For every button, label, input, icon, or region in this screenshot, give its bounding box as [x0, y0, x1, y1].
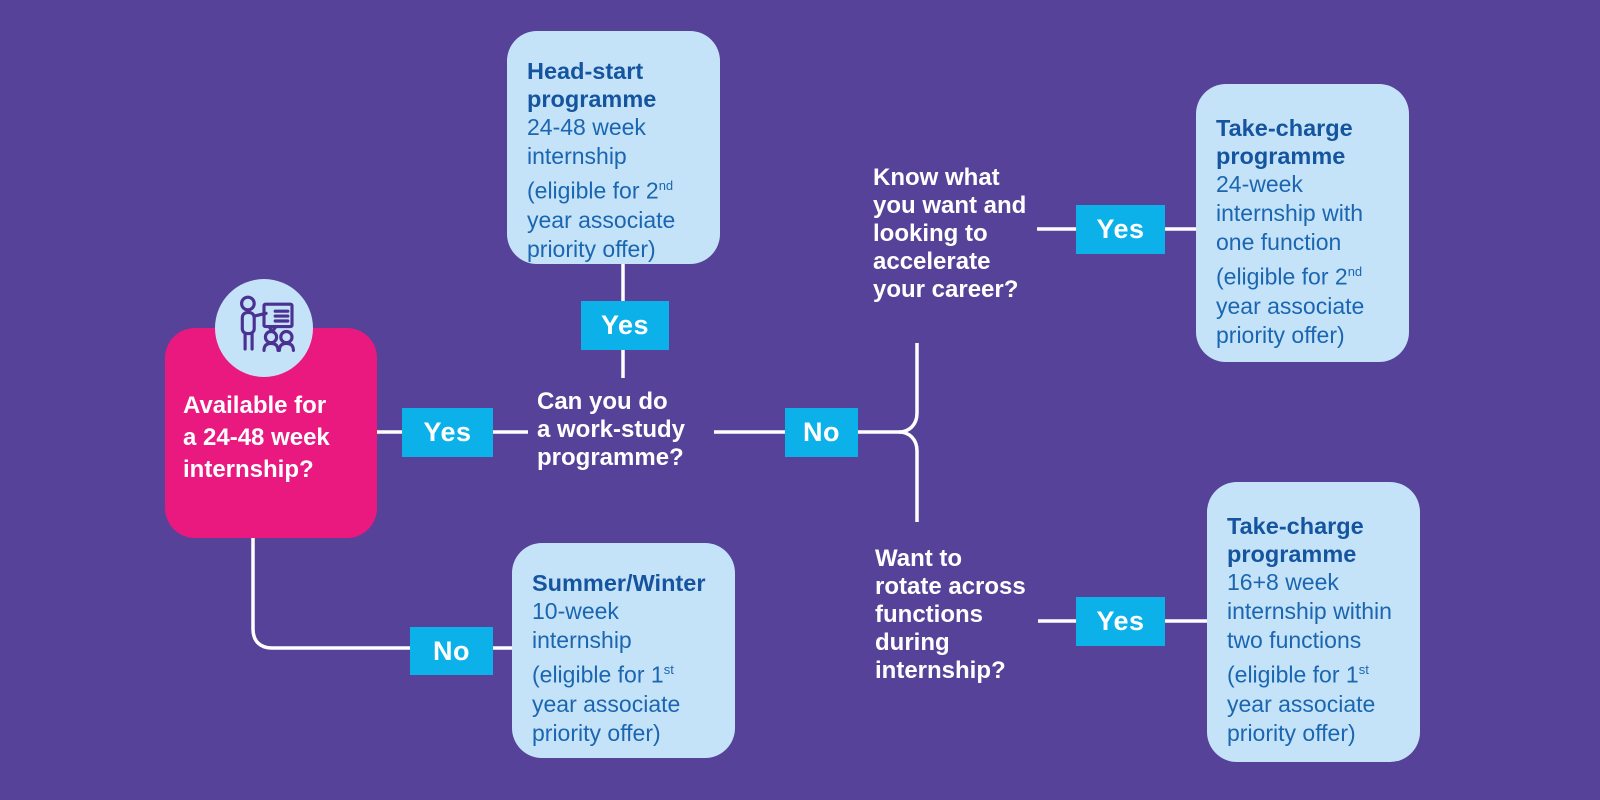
yes-button-start: Yes — [402, 408, 493, 457]
card-body-text: 16+8 week internship within two function… — [1227, 569, 1392, 688]
presentation-icon-circle — [215, 279, 313, 377]
card-body-text: 10-week internship (eligible for 1 — [532, 598, 664, 688]
card-body-text: year associate priority offer) — [1216, 292, 1365, 348]
connector-fork-down — [898, 430, 919, 522]
ordinal-suffix: nd — [658, 178, 674, 193]
ordinal-suffix: st — [1358, 662, 1369, 677]
yes-button-rotate: Yes — [1076, 597, 1165, 646]
no-button-start: No — [410, 627, 493, 675]
connector-fork-up — [898, 343, 919, 434]
card-body-text: 24-48 week internship (eligible for 2 — [527, 114, 659, 204]
start-question: Available for a 24-48 week internship? — [183, 392, 330, 483]
question-accelerate-career: Know what you want and looking to accele… — [873, 164, 1027, 303]
card-title: Head-start programme — [527, 58, 657, 112]
card-title: Take-charge programme — [1216, 115, 1353, 169]
yes-button-accelerate: Yes — [1076, 205, 1165, 254]
card-body: 10-week internship (eligible for 1st yea… — [532, 597, 721, 748]
card-body: 24-48 week internship (eligible for 2nd … — [527, 113, 706, 264]
card-take-charge-two-functions: Take-charge programme 16+8 week internsh… — [1207, 482, 1420, 762]
ordinal-suffix: st — [663, 662, 674, 677]
start-node: Available for a 24-48 week internship? — [165, 328, 377, 538]
card-body-text: 24-week internship with one function (el… — [1216, 171, 1364, 290]
connector-start-to-no — [251, 538, 410, 650]
card-take-charge-one-function: Take-charge programme 24-week internship… — [1196, 84, 1409, 362]
card-title: Summer/Winter — [532, 570, 706, 596]
card-title: Take-charge programme — [1227, 513, 1364, 567]
ordinal-suffix: nd — [1347, 264, 1363, 279]
card-body: 24-week internship with one function (el… — [1216, 170, 1395, 350]
card-summer-winter-internship: Summer/Winter 10-week internship (eligib… — [512, 543, 735, 758]
yes-button-headstart: Yes — [581, 301, 669, 350]
question-work-study: Can you do a work-study programme? — [537, 388, 686, 471]
card-body: 16+8 week internship within two function… — [1227, 568, 1406, 748]
question-rotate-functions: Want to rotate across functions during i… — [875, 545, 1026, 684]
card-body-text: year associate priority offer) — [527, 206, 676, 262]
card-body-text: year associate priority offer) — [1227, 690, 1376, 746]
card-head-start-programme: Head-start programme 24-48 week internsh… — [507, 31, 720, 264]
presentation-icon — [240, 295, 295, 352]
no-button-workstudy: No — [785, 408, 858, 457]
card-body-text: year associate priority offer) — [532, 690, 681, 746]
